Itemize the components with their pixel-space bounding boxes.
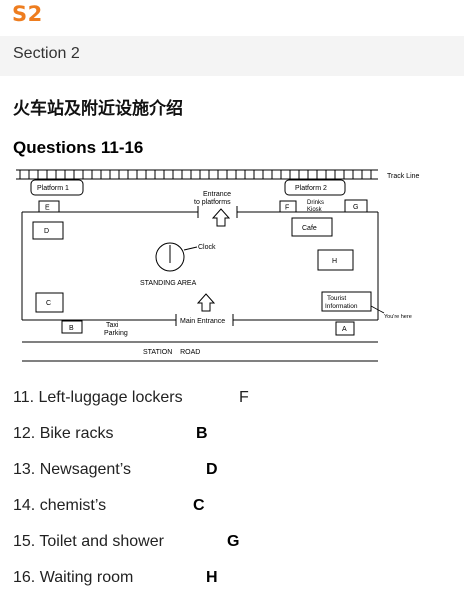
question-text: 16. Waiting room <box>13 569 134 586</box>
tourist-info-line1: Tourist <box>327 295 346 302</box>
platform-1 <box>30 179 84 196</box>
question-text: 15. Toilet and shower <box>13 533 164 550</box>
location-d <box>32 221 64 240</box>
drinks-kiosk-line2: Kiosk <box>307 207 323 213</box>
location-e <box>38 200 60 213</box>
station-road-label: STATION ROAD <box>143 349 200 356</box>
cafe-label: Cafe <box>302 225 317 232</box>
location-a <box>335 321 355 336</box>
platform-2-label: Platform 2 <box>295 185 327 192</box>
location-g-label: G <box>353 204 358 211</box>
platform-2 <box>284 179 346 196</box>
section-header-bar: Section 2 <box>0 36 464 76</box>
location-c <box>35 292 64 313</box>
question-item: 12. Bike racks B <box>13 425 208 443</box>
track-line <box>16 169 378 180</box>
question-text: 12. Bike racks <box>13 425 114 442</box>
main-entrance-label: Main Entrance <box>180 318 225 325</box>
location-g <box>344 199 368 213</box>
question-text: 13. Newsagent’s <box>13 461 131 478</box>
question-item: 16. Waiting room H <box>13 569 218 587</box>
location-f-label: F <box>285 205 289 212</box>
drinks-kiosk-line1: Drinks <box>307 200 324 206</box>
location-h-label: H <box>332 258 337 265</box>
answer: D <box>206 461 218 478</box>
arrow-up-icon <box>211 208 231 227</box>
cafe <box>291 217 333 237</box>
location-a-label: A <box>342 326 347 333</box>
taxi-label-line1: Taxi <box>106 322 119 329</box>
tourist-info-line2: Information <box>325 303 358 310</box>
question-text: 11. Left-luggage lockers <box>13 389 183 406</box>
question-item: 13. Newsagent’s D <box>13 461 218 479</box>
answer: B <box>196 425 208 442</box>
location-e-label: E <box>45 205 50 212</box>
question-item: 11. Left-luggage lockers F <box>13 389 249 407</box>
standing-area-label: STANDING AREA <box>140 280 197 287</box>
answer: G <box>227 533 240 550</box>
taxi-label-line2: Parking <box>104 330 128 337</box>
location-b <box>61 320 83 334</box>
questions-heading: Questions 11-16 <box>13 138 144 157</box>
station-map: Track Line Platform 1 Platform 2 Entranc… <box>16 169 420 362</box>
tourist-information <box>321 291 372 312</box>
location-d-label: D <box>44 228 49 235</box>
location-b-label: B <box>69 325 74 332</box>
arrow-up-icon <box>196 293 216 312</box>
track-line-label: Track Line <box>387 173 420 180</box>
section-label: Section 2 <box>13 45 80 62</box>
location-f <box>279 200 297 213</box>
answer: F <box>239 389 249 406</box>
entrance-label-line2: to platforms <box>194 199 231 206</box>
question-item: 14. chemist’s C <box>13 497 205 515</box>
location-c-label: C <box>46 300 51 307</box>
youre-here-label: You're here <box>384 314 412 320</box>
question-text: 14. chemist’s <box>13 497 107 514</box>
section-badge: S2 <box>12 2 43 26</box>
question-item: 15. Toilet and shower G <box>13 533 239 551</box>
location-h <box>317 249 354 271</box>
clock-label: Clock <box>198 244 216 251</box>
answer: C <box>193 497 205 514</box>
entrance-label-line1: Entrance <box>203 191 231 198</box>
page-title: 火车站及附近设施介绍 <box>13 99 183 119</box>
platform-1-label: Platform 1 <box>37 185 69 192</box>
answer: H <box>206 569 218 586</box>
